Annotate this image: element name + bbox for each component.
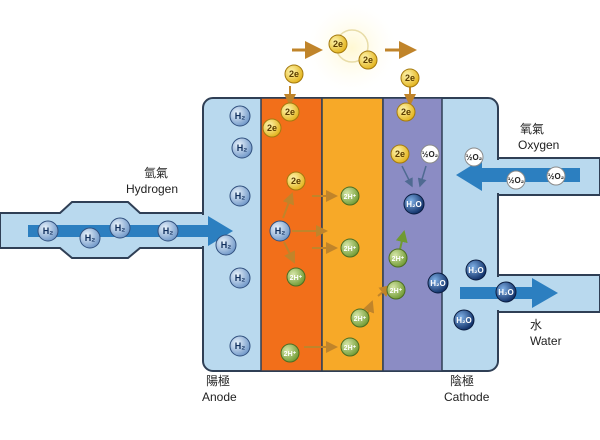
hydrogen-molecule-label: H₂ bbox=[235, 273, 246, 283]
reaction-arrow bbox=[401, 165, 413, 188]
water-molecule-label: H₂O bbox=[498, 288, 514, 297]
oxygen-molecule-label: ½O₂ bbox=[548, 172, 565, 181]
electron-label: 2e bbox=[289, 69, 299, 79]
proton: 2H⁺ bbox=[286, 267, 306, 287]
water-molecule-label: H₂O bbox=[468, 266, 484, 275]
electron-label: 2e bbox=[291, 176, 301, 186]
water-molecule: H₂O bbox=[453, 309, 475, 331]
proton-label: 2H⁺ bbox=[354, 316, 367, 323]
water-molecule: H₂O bbox=[403, 193, 425, 215]
electron: 2e bbox=[396, 102, 416, 122]
hydrogen-molecule-label: H₂ bbox=[235, 191, 246, 201]
oxygen-molecule-label: ½O₂ bbox=[466, 153, 483, 162]
electron-label: 2e bbox=[285, 107, 295, 117]
water-label-cn: 水 bbox=[530, 318, 543, 332]
hydrogen-molecule-label: H₂ bbox=[221, 240, 232, 250]
hydrogen-molecule: H₂ bbox=[269, 220, 291, 242]
proton-label: 2H⁺ bbox=[344, 345, 357, 352]
reaction-arrow bbox=[417, 165, 427, 188]
proton-label: 2H⁺ bbox=[390, 288, 403, 295]
electron-label: 2e bbox=[363, 55, 373, 65]
electron-label: 2e bbox=[267, 123, 277, 133]
water-molecule: H₂O bbox=[495, 281, 517, 303]
electron-label: 2e bbox=[401, 107, 411, 117]
electron-label: 2e bbox=[395, 149, 405, 159]
hydrogen-molecule-label: H₂ bbox=[235, 111, 246, 121]
hydrogen-molecule: H₂ bbox=[79, 227, 101, 249]
proton: 2H⁺ bbox=[280, 343, 300, 363]
electron: 2e bbox=[262, 118, 282, 138]
electrolyte-layer bbox=[321, 97, 384, 372]
proton-label: 2H⁺ bbox=[344, 246, 357, 253]
hydrogen-molecule-label: H₂ bbox=[275, 226, 286, 236]
anode-label-cn: 陽極 bbox=[206, 374, 231, 388]
cathode-layer bbox=[382, 97, 443, 372]
hydrogen-molecule: H₂ bbox=[215, 234, 237, 256]
proton: 2H⁺ bbox=[340, 337, 360, 357]
proton: 2H⁺ bbox=[340, 238, 360, 258]
water-molecule: H₂O bbox=[427, 272, 449, 294]
proton-label: 2H⁺ bbox=[344, 194, 357, 201]
hydrogen-molecule-label: H₂ bbox=[235, 341, 246, 351]
cathode-label-cn: 陰極 bbox=[450, 374, 475, 388]
oxygen-label-cn: 氧氣 bbox=[520, 122, 545, 136]
electron-arrow bbox=[282, 192, 295, 219]
oxygen-molecule: ½O₂ bbox=[464, 147, 484, 167]
proton-label: 2H⁺ bbox=[392, 256, 405, 263]
proton: 2H⁺ bbox=[388, 248, 408, 268]
hydrogen-molecule-label: H₂ bbox=[237, 143, 248, 153]
hydrogen-molecule: H₂ bbox=[229, 105, 251, 127]
water-molecule-label: H₂O bbox=[456, 316, 472, 325]
hydrogen-molecule-label: H₂ bbox=[43, 226, 54, 236]
hydrogen-molecule: H₂ bbox=[229, 267, 251, 289]
particles: H₂ H₂ H₂ H₂ H₂ H₂ H₂ H₂ H₂ H₂ H₂ 2e 2e 2e 2e 2e 2e 2e 2e 2e… bbox=[37, 34, 566, 363]
electron: 2e bbox=[390, 144, 410, 164]
electron: 2e bbox=[280, 102, 300, 122]
hydrogen-molecule: H₂ bbox=[157, 220, 179, 242]
electron: 2e bbox=[328, 34, 348, 54]
electron-label: 2e bbox=[405, 73, 415, 83]
hydrogen-molecule-label: H₂ bbox=[163, 226, 174, 236]
electron: 2e bbox=[286, 171, 306, 191]
hydrogen-label-en: Hydrogen bbox=[126, 182, 179, 196]
proton-label: 2H⁺ bbox=[290, 275, 303, 282]
hydrogen-molecule-label: H₂ bbox=[115, 223, 126, 233]
oxygen-label-en: Oxygen bbox=[518, 138, 560, 152]
hydrogen-molecule: H₂ bbox=[109, 217, 131, 239]
proton: 2H⁺ bbox=[340, 186, 360, 206]
electron: 2e bbox=[358, 50, 378, 70]
water-label-en: Water bbox=[530, 334, 562, 348]
hydrogen-molecule-label: H₂ bbox=[85, 233, 96, 243]
oxygen-molecule: ½O₂ bbox=[506, 170, 526, 190]
oxygen-molecule-label: ½O₂ bbox=[508, 176, 525, 185]
proton: 2H⁺ bbox=[386, 280, 406, 300]
oxygen-molecule-label: ½O₂ bbox=[422, 150, 439, 159]
cathode-label-en: Cathode bbox=[444, 390, 490, 404]
proton: 2H⁺ bbox=[350, 308, 370, 328]
hydrogen-label-cn: 氫氣 bbox=[144, 166, 169, 180]
light-bulb-glow bbox=[308, 4, 396, 92]
hydrogen-flow-arrow bbox=[28, 216, 233, 246]
oxygen-molecule: ½O₂ bbox=[546, 166, 566, 186]
proton-arrow bbox=[283, 241, 295, 264]
hydrogen-molecule: H₂ bbox=[229, 335, 251, 357]
hydrogen-molecule: H₂ bbox=[229, 185, 251, 207]
water-molecule: H₂O bbox=[465, 259, 487, 281]
hydrogen-molecule: H₂ bbox=[231, 137, 253, 159]
proton-label: 2H⁺ bbox=[284, 351, 297, 358]
electron: 2e bbox=[400, 68, 420, 88]
electron: 2e bbox=[284, 64, 304, 84]
hydrogen-molecule: H₂ bbox=[37, 220, 59, 242]
oxygen-molecule: ½O₂ bbox=[420, 144, 440, 164]
anode-label-en: Anode bbox=[202, 390, 237, 404]
water-molecule-label: H₂O bbox=[430, 279, 446, 288]
water-molecule-label: H₂O bbox=[406, 200, 422, 209]
electron-label: 2e bbox=[333, 39, 343, 49]
